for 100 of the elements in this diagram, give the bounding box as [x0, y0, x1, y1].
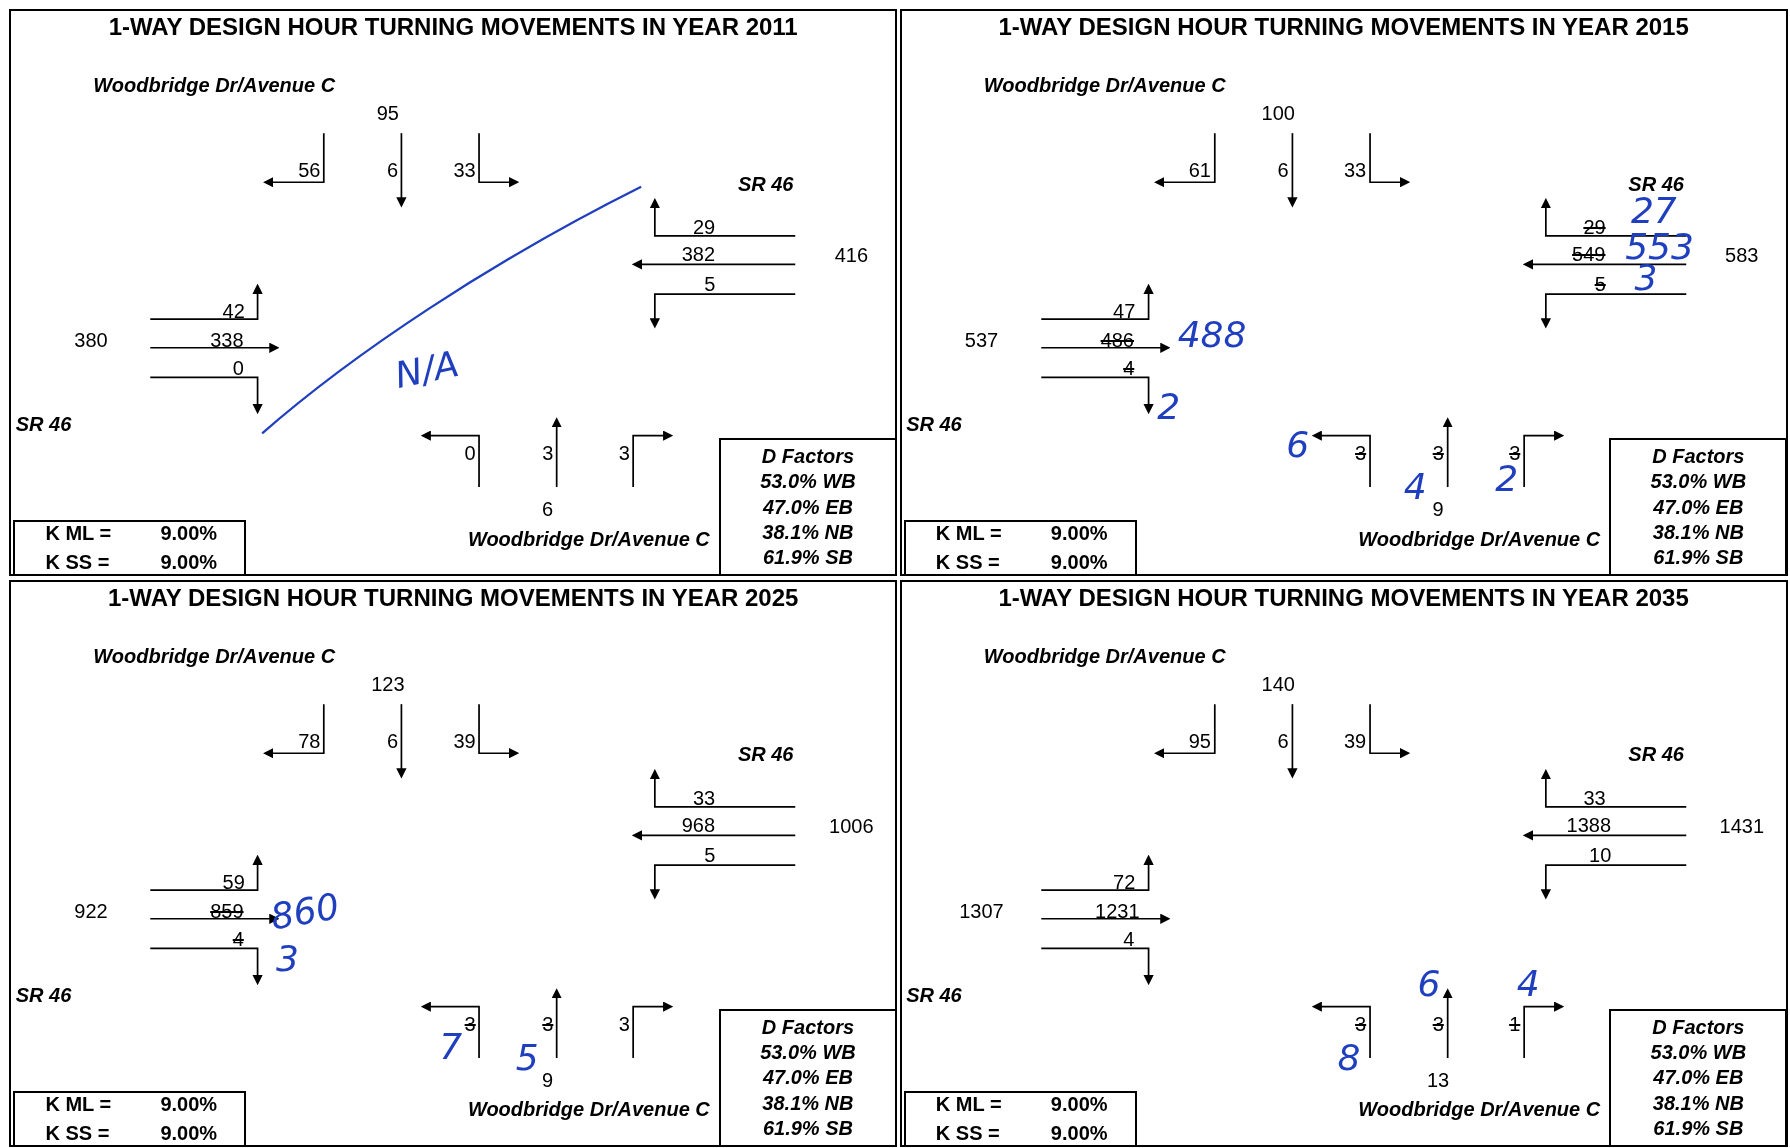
struck-number: 3 [1509, 442, 1521, 463]
volume-number: 338 [210, 329, 244, 350]
volume-number: 6 [387, 159, 399, 180]
volume-number: 95 [1188, 730, 1211, 751]
struck-number: 3 [1355, 1013, 1367, 1034]
volume-number: 6 [1277, 159, 1289, 180]
volume-number: 968 [681, 815, 716, 836]
factor-value: 53.0% WB [760, 1041, 856, 1065]
k-factor-box [903, 1091, 1137, 1147]
approach-total: 922 [74, 900, 108, 921]
road-name: Woodbridge Dr/Avenue C [983, 646, 1226, 667]
factor-value: 9.00% [1050, 1093, 1109, 1117]
road-name: SR 46 [1628, 173, 1684, 194]
volume-number: 123 [371, 673, 405, 694]
factor-value: 53.0% WB [760, 470, 856, 494]
approach-total: 9 [1432, 498, 1444, 519]
struck-number: 549 [1572, 244, 1606, 265]
volume-number: 59 [222, 872, 245, 893]
factor-value: 61.9% SB [1653, 1116, 1744, 1140]
volume-number: 33 [1583, 787, 1606, 808]
handwritten-correction: 6 [1286, 426, 1310, 463]
k-factor-box [903, 520, 1137, 577]
factor-value: 9.00% [160, 1122, 219, 1146]
struck-number: 4 [1123, 358, 1135, 379]
volume-number: 6 [1277, 730, 1289, 751]
factor-value: 47.0% EB [1653, 495, 1744, 519]
factor-label: K ML = [935, 1093, 1003, 1117]
factor-value: 61.9% SB [1653, 546, 1744, 570]
panel-title: 1-WAY DESIGN HOUR TURNING MOVEMENTS IN YEAR 2015 [997, 13, 1690, 42]
diagram-panel [899, 9, 1788, 577]
approach-total: 1307 [959, 900, 1004, 921]
factor-value: 9.00% [160, 1093, 219, 1117]
handwritten-correction: 860 [267, 888, 342, 936]
volume-number: 33 [453, 159, 476, 180]
d-factors-box [1609, 438, 1788, 577]
volume-number: 5 [704, 844, 716, 865]
factor-value: 53.0% WB [1650, 1041, 1747, 1065]
diagram-panel [9, 579, 898, 1148]
handwritten-correction: 3 [275, 940, 299, 977]
struck-number: 3 [464, 1013, 476, 1034]
approach-total: 537 [964, 329, 999, 350]
approach-total: 13 [1426, 1069, 1450, 1090]
handwritten-correction: 6 [1417, 965, 1441, 1002]
volume-number: 3 [618, 442, 630, 463]
approach-total: 9 [542, 1069, 554, 1090]
road-name: Woodbridge Dr/Avenue C [93, 75, 336, 96]
volume-number: 39 [1343, 730, 1367, 751]
panel-title: 1-WAY DESIGN HOUR TURNING MOVEMENTS IN YEAR 2025 [107, 583, 800, 612]
handwritten-correction: 4 [1516, 965, 1540, 1002]
handwritten-correction: 4 [1403, 469, 1427, 506]
panel-title: 1-WAY DESIGN HOUR TURNING MOVEMENTS IN YEAR 2011 [107, 13, 799, 42]
handwritten-correction: 27 [1630, 192, 1677, 229]
factor-label: K SS = [935, 551, 1001, 575]
volume-number: 72 [1113, 872, 1136, 893]
factor-value: 61.9% SB [762, 546, 853, 570]
factor-value: 9.00% [1050, 522, 1109, 546]
volume-number: 140 [1261, 673, 1295, 694]
factor-value: 47.0% EB [762, 1066, 853, 1090]
table-heading: D Factors [1652, 445, 1745, 469]
struck-number: 859 [210, 900, 244, 921]
volume-number: 4 [1123, 929, 1135, 950]
factor-label: K SS = [935, 1122, 1001, 1146]
k-factor-box [13, 1091, 247, 1147]
d-factors-box [718, 438, 897, 577]
factor-label: K ML = [935, 522, 1003, 546]
road-name: Woodbridge Dr/Avenue C [467, 528, 710, 549]
volume-number: 33 [692, 787, 716, 808]
factor-value: 47.0% EB [762, 495, 853, 519]
factor-label: K SS = [45, 1122, 111, 1146]
volume-number: 47 [1113, 301, 1136, 322]
struck-number: 5 [1594, 273, 1606, 294]
factor-value: 38.1% NB [762, 520, 854, 544]
handwritten-correction: 488 [1177, 317, 1247, 354]
handwritten-correction: N/A [391, 345, 462, 394]
struck-number: 1 [1509, 1013, 1521, 1034]
volume-number: 29 [692, 216, 716, 237]
volume-number: 61 [1188, 159, 1211, 180]
panel-title: 1-WAY DESIGN HOUR TURNING MOVEMENTS IN YEAR 2035 [997, 583, 1690, 612]
volume-number: 78 [298, 730, 321, 751]
road-name: SR 46 [737, 173, 794, 194]
volume-number: 0 [464, 442, 476, 463]
volume-number: 10 [1589, 844, 1612, 865]
struck-number: 3 [1432, 1013, 1444, 1034]
factor-value: 9.00% [1050, 1122, 1109, 1146]
road-name: Woodbridge Dr/Avenue C [1358, 528, 1601, 549]
road-name: Woodbridge Dr/Avenue C [93, 646, 336, 667]
handwritten-correction: 5 [515, 1039, 539, 1076]
approach-total: 380 [74, 329, 108, 350]
volume-number: 42 [222, 301, 245, 322]
struck-number: 486 [1100, 329, 1134, 350]
road-name: SR 46 [15, 985, 72, 1006]
handwritten-correction: 8 [1337, 1039, 1361, 1076]
factor-value: 53.0% WB [1650, 470, 1747, 494]
factor-value: 9.00% [160, 522, 219, 546]
volume-number: 1231 [1095, 900, 1140, 921]
d-factors-box [718, 1008, 897, 1147]
volume-number: 6 [387, 730, 399, 751]
factor-label: K SS = [45, 551, 111, 575]
road-name: SR 46 [906, 414, 962, 435]
approach-total: 416 [834, 245, 868, 266]
